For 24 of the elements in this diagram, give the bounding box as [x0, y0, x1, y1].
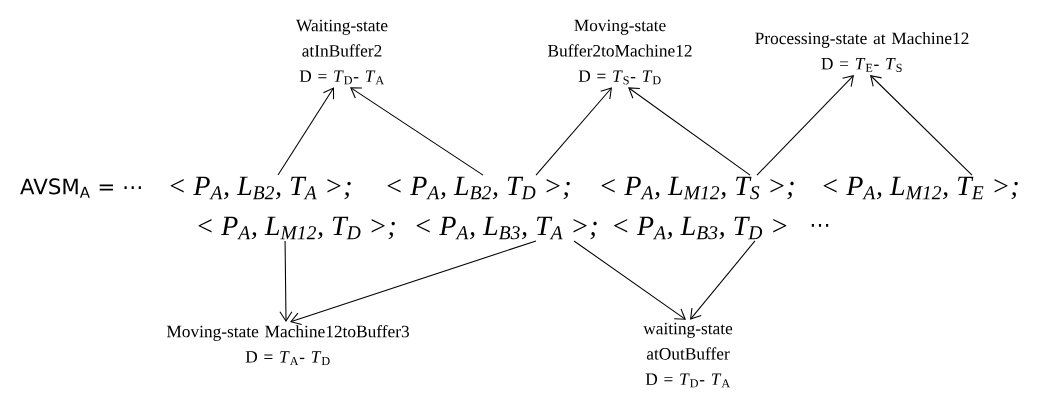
arrow — [279, 240, 293, 323]
arrow — [690, 240, 756, 320]
arrow — [350, 87, 484, 176]
arrow — [756, 74, 854, 176]
tuple-term: < P$_{A}$, L$_{M12}$, T$_{D}$ >; — [198, 216, 395, 240]
formula-text: AVSM$_{A}$ = ⋯ — [20, 178, 141, 198]
state-label: Waiting-state atInBuffer2 D = T$_{D}$- T$_{A}$ — [296, 19, 388, 85]
tuple-term: < P$_{A}$, L$_{B3}$, T$_{A}$ >; — [416, 216, 597, 240]
state-label: Processing-state at Machine12 D = T$_{E}$- T$_{S}$ — [755, 32, 969, 72]
tuple-term: < P$_{A}$, L$_{B2}$, T$_{D}$ >; — [387, 176, 570, 200]
tuple-term: < P$_{A}$, L$_{B3}$, T$_{D}$ > — [614, 216, 787, 240]
tuple-term: < P$_{A}$, L$_{M12}$, T$_{E}$ >; — [823, 176, 1018, 200]
state-label: waiting-state atOutBuffer D = T$_{D}$- T$_{A}$ — [643, 322, 733, 388]
arrow — [535, 87, 612, 176]
tuple-term: < P$_{A}$, L$_{M12}$, T$_{S}$ >; — [601, 176, 794, 200]
formula-text: ⋯ — [811, 224, 829, 227]
state-label: Moving-state Machine12toBuffer3 D = T$_{A}$- T$_{D}$ — [166, 325, 409, 365]
arrow — [290, 240, 537, 326]
state-label: Moving-state Buffer2toMachine12 D = T$_{S}$- T$_{D}$ — [548, 19, 692, 85]
arrow — [277, 87, 335, 176]
arrow — [573, 240, 686, 320]
arrow — [628, 87, 751, 176]
arrow — [870, 74, 973, 176]
tuple-term: < P$_{A}$, L$_{B2}$, T$_{A}$ >; — [170, 176, 351, 200]
